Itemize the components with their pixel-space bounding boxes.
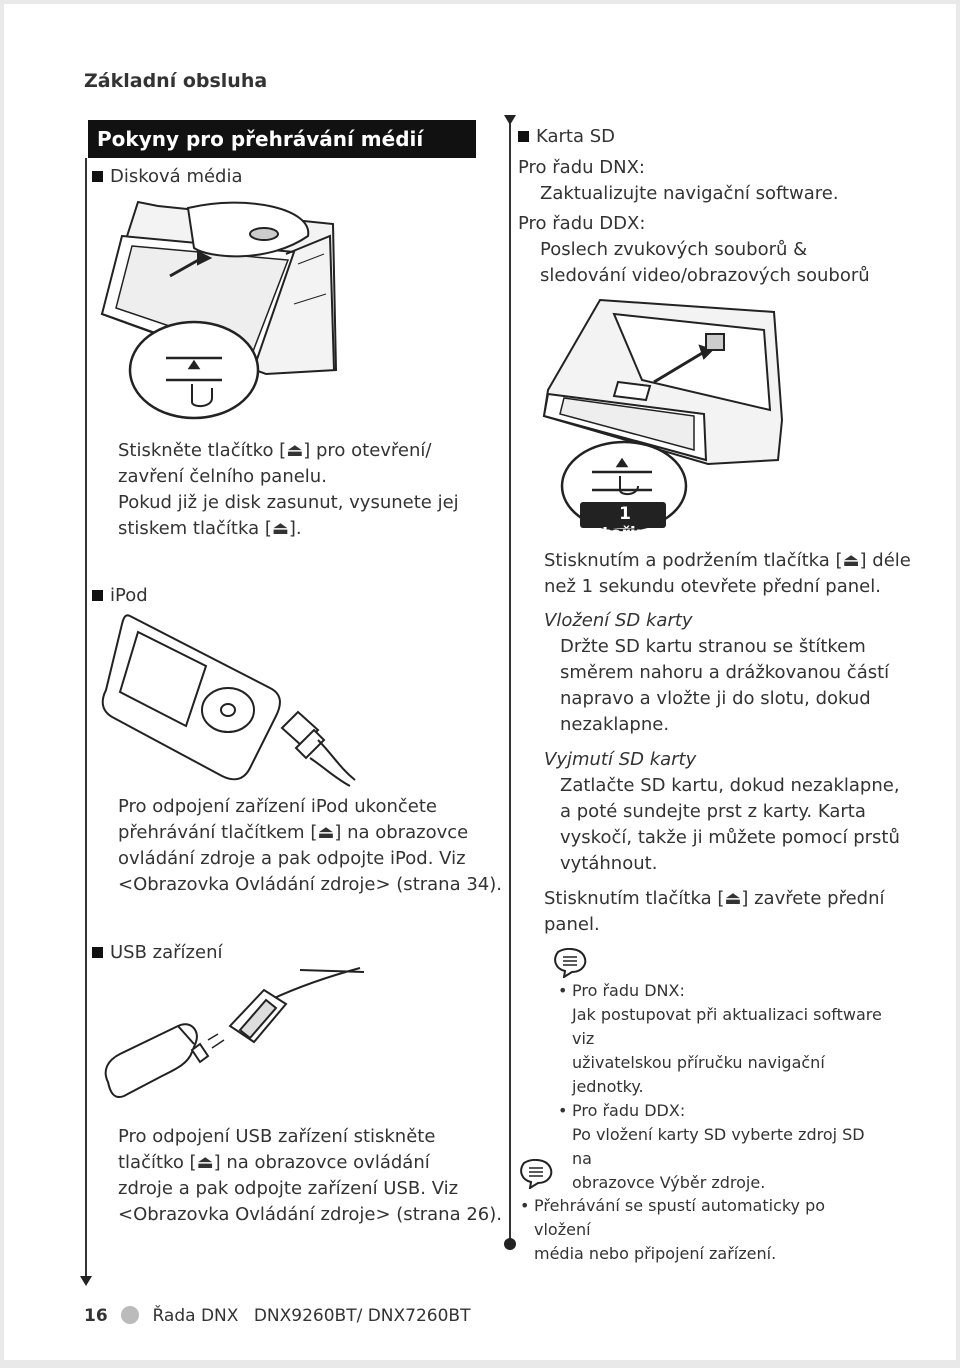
ipod-instructions: Pro odpojení zařízení iPod ukončete přeh… (118, 796, 502, 895)
remove-title: Vyjmutí SD karty (544, 749, 697, 770)
page-number: 16 (84, 1306, 108, 1326)
bullet-square-icon (92, 590, 103, 601)
note2-item: • Přehrávání se spustí automaticky po vl… (520, 1196, 826, 1263)
footer-models: DNX9260BT/ DNX7260BT (253, 1306, 471, 1326)
sd-unit-illustration (542, 298, 784, 532)
note1-item: • Pro řadu DDX: Po vložení karty SD vybe… (558, 1101, 865, 1192)
page: Základní obsluha Pokyny pro přehrávání m… (4, 4, 956, 1360)
right-flow-end-dot (504, 1238, 516, 1250)
right-flow-line (509, 120, 511, 1244)
close-instructions: Stisknutím tlačítka [⏏] zavřete přední p… (544, 888, 885, 935)
note-icon (520, 1159, 553, 1189)
insert-title: Vložení SD karty (544, 610, 693, 631)
footer-series: Řada DNX (152, 1306, 239, 1326)
section-title: Základní obsluha (84, 70, 268, 92)
ddx-label: Pro řadu DDX: (518, 213, 646, 234)
footer: 16 Řada DNX DNX9260BT/ DNX7260BT (84, 1306, 470, 1326)
one-second-badge: 1 vteřina (590, 504, 660, 544)
insert-instructions: Držte SD kartu stranou se štítkem směrem… (560, 636, 890, 735)
remove-instructions: Zatlačte SD kartu, dokud nezaklapne, a p… (560, 775, 900, 874)
note2-list: • Přehrávání se spustí automaticky po vl… (518, 1194, 878, 1266)
bullet-square-icon (92, 947, 103, 958)
usb-instructions: Pro odpojení USB zařízení stiskněte tlač… (118, 1126, 502, 1225)
usb-illustration (104, 967, 365, 1098)
sd-heading: Karta SD (518, 126, 615, 147)
ddx-text: Poslech zvukových souborů & sledování vi… (540, 239, 870, 286)
bullet-square-icon (518, 131, 529, 142)
open-instructions: Stisknutím a podržením tlačítka [⏏] déle… (544, 550, 911, 597)
note1-item: • Pro řadu DNX: Jak postupovat při aktua… (558, 981, 882, 1096)
ipod-illustration (101, 614, 356, 787)
ipod-heading: iPod (92, 585, 148, 606)
left-flow-arrow (80, 1276, 92, 1286)
disc-heading: Disková média (92, 166, 243, 187)
dnx-text: Zaktualizujte navigační software. (540, 183, 839, 204)
bullet-square-icon (92, 171, 103, 182)
disc-unit-illustration (100, 200, 338, 420)
footer-circle-icon (121, 1306, 140, 1324)
note-icon (554, 948, 587, 978)
right-flow-arrow (504, 115, 516, 125)
note1-list: • Pro řadu DNX: Jak postupovat při aktua… (556, 979, 886, 1195)
banner-title: Pokyny pro přehrávání médií (88, 120, 476, 158)
usb-heading: USB zařízení (92, 942, 222, 963)
left-flow-line (85, 158, 87, 1278)
disc-instructions: Stiskněte tlačítko [⏏] pro otevření/ zav… (118, 440, 459, 539)
dnx-label: Pro řadu DNX: (518, 157, 645, 178)
